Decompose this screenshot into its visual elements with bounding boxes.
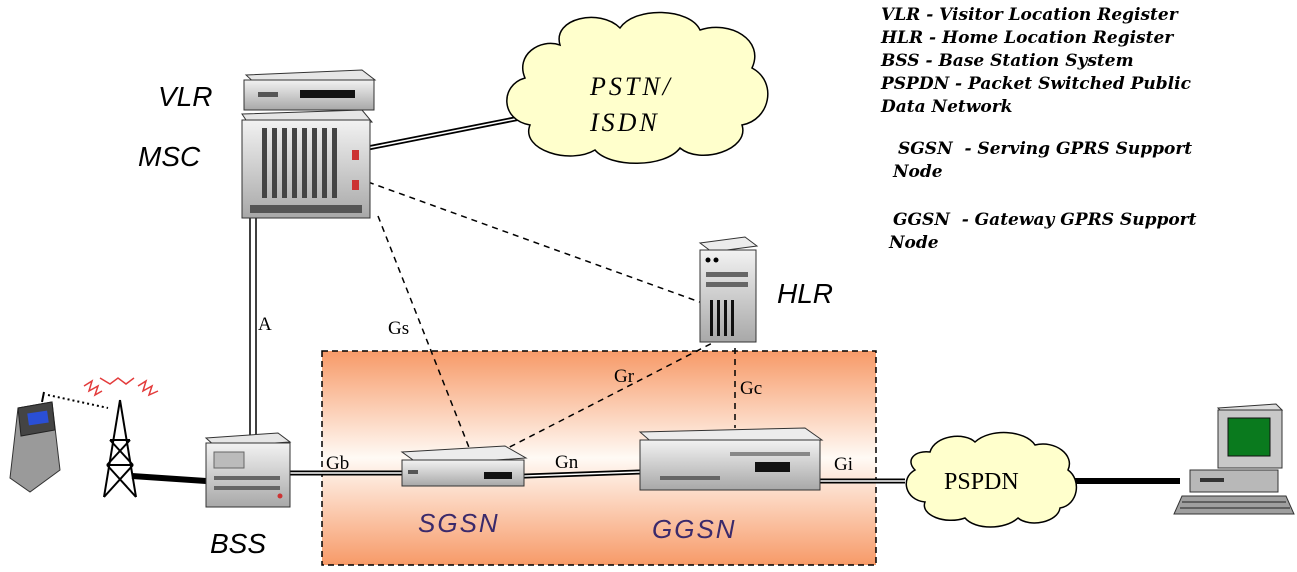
legend-bss: BSS - Base Station System [881, 51, 1134, 71]
legend-hlr: HLR - Home Location Register [881, 28, 1174, 48]
pspdn-cloud: PSPDN [905, 431, 1078, 528]
interface-gb-label: Gb [326, 453, 349, 474]
link-sgsn-hlr-gr [499, 335, 727, 453]
ggsn-label: GGSN [652, 514, 737, 544]
bss-device [204, 432, 292, 508]
pstn-cloud-label-line1: PSTN/ [589, 72, 673, 101]
bss-label: BSS [210, 528, 266, 559]
legend-vlr: VLR - Visitor Location Register [881, 5, 1178, 25]
sgsn-device [400, 445, 528, 487]
dashed-links [367, 181, 736, 453]
pstn-isdn-cloud: PSTN/ ISDN [506, 11, 769, 164]
link-tower-bss [131, 473, 207, 484]
interface-gc-label: Gc [740, 378, 762, 399]
hlr-device [698, 236, 759, 343]
radio-waves-icon [83, 377, 159, 397]
msc-device [241, 109, 374, 219]
pspdn-cloud-label: PSPDN [944, 469, 1019, 495]
link-msc-hlr [367, 181, 709, 306]
interface-gs-label: Gs [388, 318, 409, 339]
computer-terminal-icon [1173, 403, 1295, 515]
msc-label: MSC [138, 141, 201, 172]
interface-gr-label: Gr [614, 366, 635, 387]
vlr-device [243, 69, 377, 111]
legend-ggsn-line1: GGSN - Gateway GPRS Support [893, 210, 1197, 230]
pstn-cloud-label-line2: ISDN [589, 108, 660, 137]
legend-sgsn-line2: Node [893, 162, 943, 182]
vlr-label: VLR [158, 81, 212, 112]
solid-links [47, 114, 1180, 484]
hlr-label: HLR [777, 278, 833, 309]
ggsn-device [638, 427, 824, 491]
legend-ggsn-line2: Node [889, 233, 939, 253]
legend-pspdn-line2: Data Network [881, 97, 1013, 117]
mobile-handset-icon [9, 391, 61, 493]
link-handset-tower [47, 394, 109, 409]
legend-sgsn-line1: SGSN - Serving GPRS Support [898, 139, 1193, 159]
interface-gn-label: Gn [555, 452, 579, 473]
legend-pspdn-line1: PSPDN - Packet Switched Public [881, 74, 1191, 94]
cell-tower [103, 399, 137, 498]
sgsn-label: SGSN [418, 508, 500, 538]
interface-gi-label: Gi [834, 454, 853, 475]
link-msc-sgsn-gs [377, 215, 471, 451]
interface-a-label: A [258, 314, 272, 335]
